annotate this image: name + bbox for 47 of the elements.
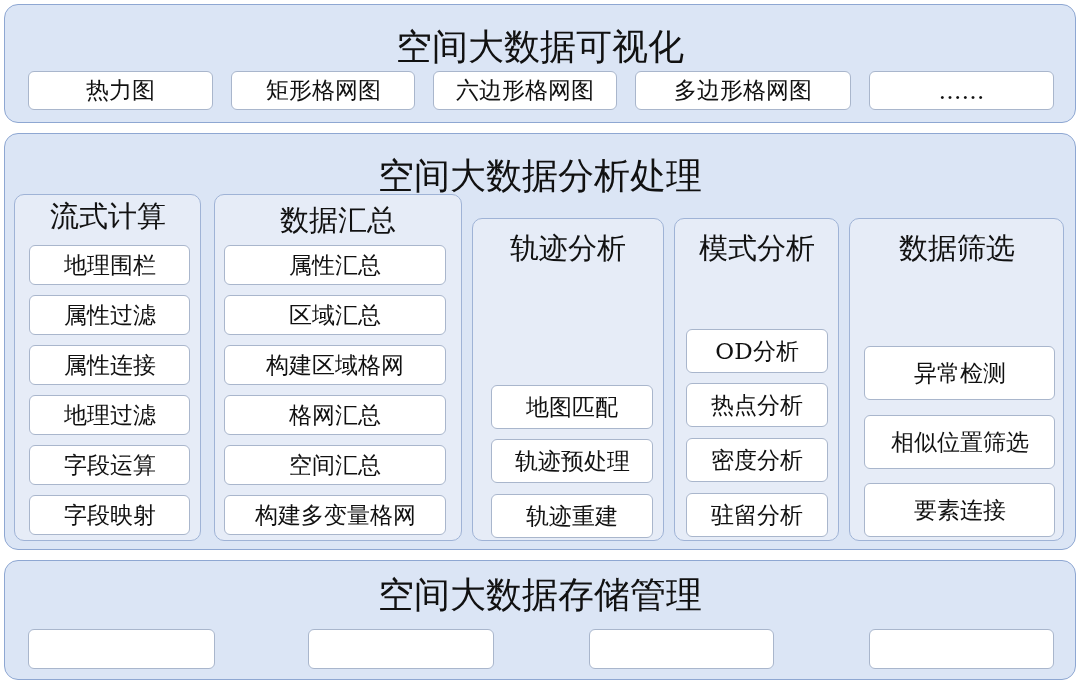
group-title: 模式分析 bbox=[697, 230, 816, 267]
item-box: 属性连接 bbox=[29, 345, 190, 385]
item-box: 构建区域格网 bbox=[224, 345, 446, 385]
group-title: 数据汇总 bbox=[279, 202, 397, 239]
item-box: 属性汇总 bbox=[224, 245, 446, 285]
item-box: 矩形格网图 bbox=[231, 71, 415, 110]
group-title: 轨迹分析 bbox=[509, 230, 627, 267]
item-box: 轨迹预处理 bbox=[491, 439, 653, 483]
item-box: OD分析 bbox=[686, 329, 828, 373]
item-box: 区域汇总 bbox=[224, 295, 446, 335]
storage-box bbox=[28, 629, 215, 669]
storage-box bbox=[869, 629, 1054, 669]
item-box: 构建多变量格网 bbox=[224, 495, 446, 535]
item-box: 要素连接 bbox=[864, 483, 1055, 537]
item-box: 地理过滤 bbox=[29, 395, 190, 435]
group-panel bbox=[14, 194, 201, 541]
layer-band bbox=[4, 133, 1076, 550]
layer-title: 空间大数据存储管理 bbox=[377, 573, 703, 617]
item-box: 异常检测 bbox=[864, 346, 1055, 400]
item-box: 轨迹重建 bbox=[491, 494, 653, 538]
group-panel bbox=[472, 218, 664, 541]
layer-title: 空间大数据可视化 bbox=[395, 25, 685, 69]
item-box: 多边形格网图 bbox=[635, 71, 851, 110]
layer-title: 空间大数据分析处理 bbox=[377, 154, 703, 198]
item-box: 驻留分析 bbox=[686, 493, 828, 537]
group-panel bbox=[214, 194, 462, 541]
item-box: 属性过滤 bbox=[29, 295, 190, 335]
layer-band bbox=[4, 4, 1076, 123]
group-title: 数据筛选 bbox=[897, 230, 1016, 267]
item-box: 字段运算 bbox=[29, 445, 190, 485]
storage-box bbox=[589, 629, 774, 669]
item-box: 相似位置筛选 bbox=[864, 415, 1055, 469]
group-panel bbox=[849, 218, 1064, 541]
item-box: 密度分析 bbox=[686, 438, 828, 482]
group-title: 流式计算 bbox=[48, 198, 167, 235]
item-box: 字段映射 bbox=[29, 495, 190, 535]
item-box: 热力图 bbox=[28, 71, 213, 110]
item-box: …… bbox=[869, 71, 1054, 110]
item-box: 热点分析 bbox=[686, 383, 828, 427]
layer-band bbox=[4, 560, 1076, 680]
item-box: 地理围栏 bbox=[29, 245, 190, 285]
item-box: 空间汇总 bbox=[224, 445, 446, 485]
storage-box bbox=[308, 629, 494, 669]
item-box: 六边形格网图 bbox=[433, 71, 617, 110]
group-panel bbox=[674, 218, 839, 541]
item-box: 地图匹配 bbox=[491, 385, 653, 429]
item-box: 格网汇总 bbox=[224, 395, 446, 435]
